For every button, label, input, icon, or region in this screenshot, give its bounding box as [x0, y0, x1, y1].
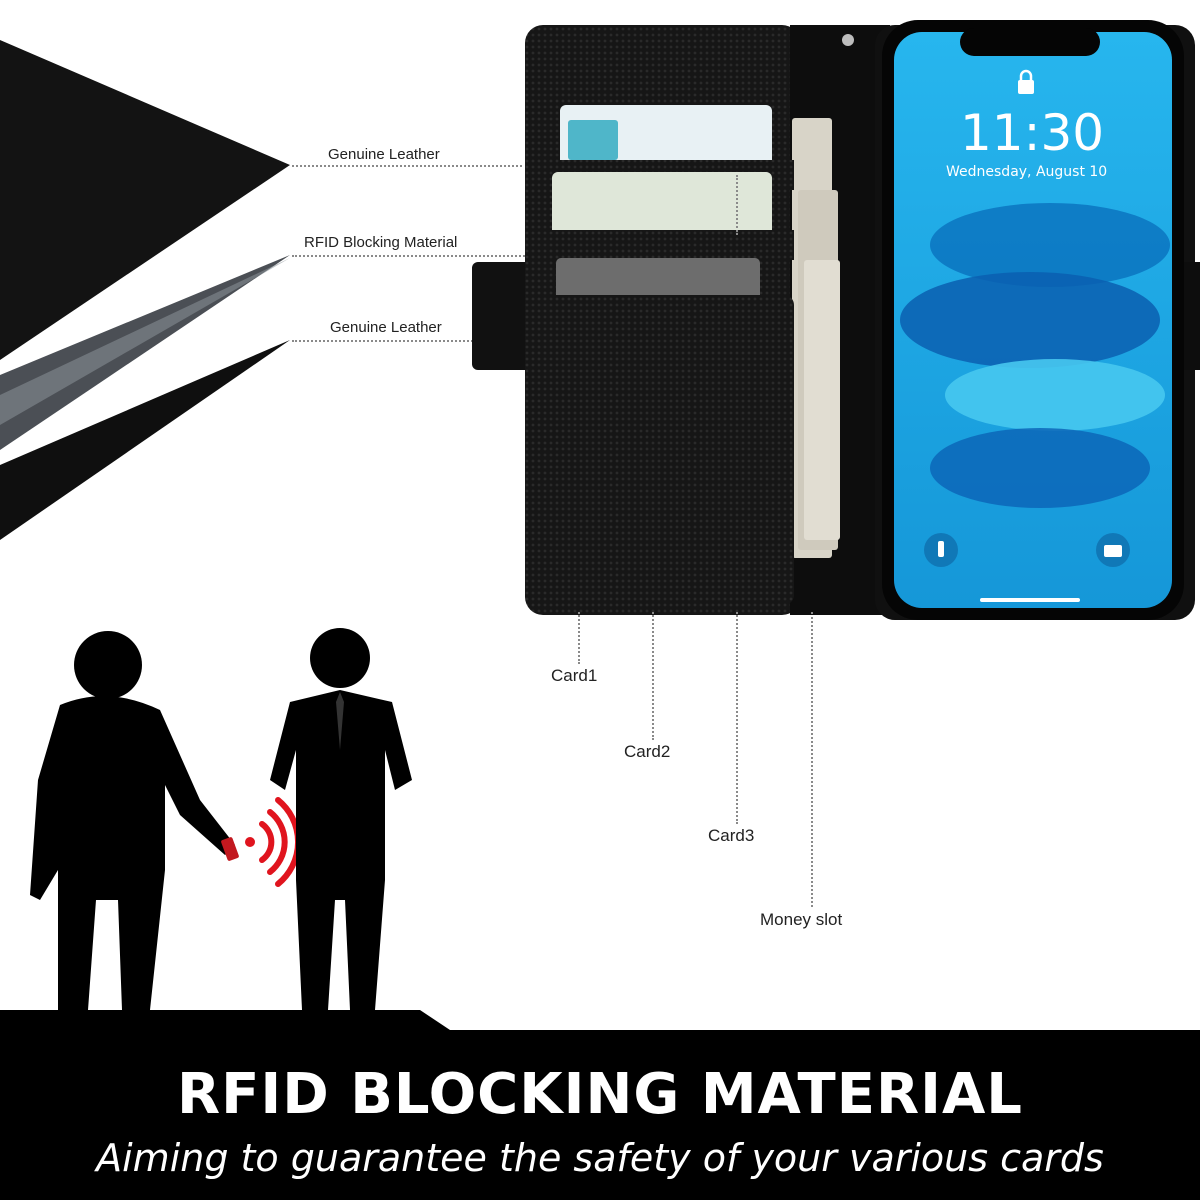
rfid-signal-icon — [245, 797, 302, 887]
thief-phone — [221, 837, 239, 861]
label-card1: Card1 — [551, 666, 598, 685]
thief-silhouette — [30, 631, 235, 1010]
phone-notch — [960, 28, 1100, 56]
callout-line-card3 — [736, 612, 738, 824]
right-strap — [1182, 262, 1200, 370]
silhouettes-illustration — [30, 628, 412, 1010]
lock-screen-date: Wednesday, August 10 — [946, 164, 1108, 180]
magnetic-strap — [472, 262, 542, 370]
rfid-mesh-highlight — [0, 258, 290, 425]
label-card2: Card2 — [624, 742, 671, 761]
callout-line-card2 — [652, 612, 654, 740]
banner-title: RFID BLOCKING MATERIAL — [177, 1062, 1023, 1127]
rfid-mesh-layer — [0, 255, 290, 450]
top-leather-layer — [0, 40, 290, 360]
callout-line-bottom-leather — [292, 340, 532, 342]
card1-stripe — [568, 120, 618, 160]
label-money-slot: Money slot — [760, 910, 843, 929]
lock-icon — [1018, 69, 1034, 94]
wallet-case-illustration — [472, 20, 1200, 620]
card3-slot — [538, 295, 794, 605]
card2-slot — [538, 230, 794, 260]
wallpaper-wave-4 — [930, 428, 1150, 508]
money-bill-3 — [804, 260, 840, 540]
wallpaper-wave-1 — [930, 203, 1170, 287]
callout-line-rfid — [292, 255, 532, 257]
material-layers-illustration — [0, 40, 290, 540]
bottom-leather-layer — [0, 340, 290, 540]
businessman-silhouette — [270, 628, 412, 1010]
banner-subtitle: Aiming to guarantee the safety of your v… — [96, 1136, 1104, 1180]
label-top-leather: Genuine Leather — [328, 146, 440, 163]
home-indicator — [980, 598, 1080, 602]
card3 — [556, 258, 760, 304]
callout-line-money-slot — [811, 612, 813, 907]
wallpaper-wave-3 — [945, 359, 1165, 431]
callout-line-top-leather — [292, 165, 522, 167]
label-rfid-material: RFID Blocking Material — [304, 234, 458, 251]
label-card3: Card3 — [708, 826, 755, 845]
label-bottom-leather: Genuine Leather — [330, 319, 442, 336]
banner-background — [0, 1010, 1200, 1200]
callout-line-card3-upper — [736, 175, 738, 235]
lock-screen-time: 11:30 — [960, 104, 1105, 162]
spine-rivet — [842, 34, 854, 46]
wallpaper-wave-2 — [900, 272, 1160, 368]
callout-line-card1 — [578, 612, 580, 664]
